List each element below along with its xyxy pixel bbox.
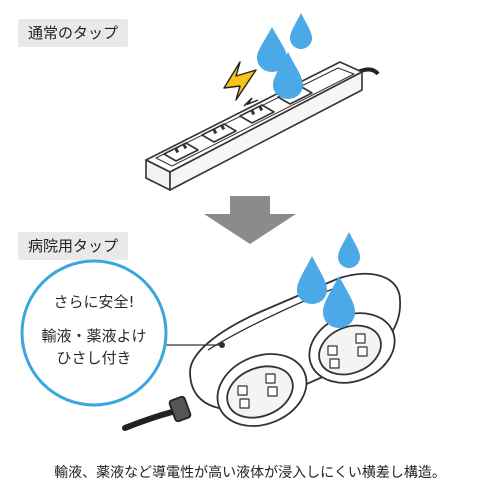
normal-tap-label: 通常のタップ [18, 19, 129, 47]
normal-power-strip [145, 61, 380, 191]
callout-bubble: さらに安全! 輸液・薬液よけ ひさし付き [20, 259, 225, 407]
water-drop-icon [273, 52, 303, 99]
power-strip-diagram: さらに安全! 輸液・薬液よけ ひさし付き [20, 13, 401, 431]
water-drop-icon [323, 276, 355, 328]
outlet-housing [216, 353, 308, 427]
callout-line-3: ひさし付き [56, 349, 131, 367]
outlet [163, 142, 199, 162]
water-drop-icon [257, 27, 287, 72]
water-drop-icon [338, 232, 360, 268]
outlet-housing [308, 312, 396, 384]
callout-line-1: さらに安全! [53, 293, 134, 311]
water-drops-bottom [297, 232, 360, 328]
lightning-icon [223, 61, 259, 107]
caption: 輸液、薬液など導電性が高い液体が浸入しにくい横差し構造。 [54, 465, 446, 481]
callout-line-2: 輸液・薬液よけ [41, 327, 146, 345]
hospital-tap-label: 病院用タップ [18, 232, 129, 260]
water-drop-icon [297, 256, 327, 304]
water-drop-icon [290, 13, 312, 49]
outlet [239, 104, 275, 124]
hospital-power-strip [122, 272, 401, 431]
down-arrow-icon [204, 196, 296, 244]
water-drops-top [257, 13, 312, 99]
outlet [201, 123, 237, 143]
